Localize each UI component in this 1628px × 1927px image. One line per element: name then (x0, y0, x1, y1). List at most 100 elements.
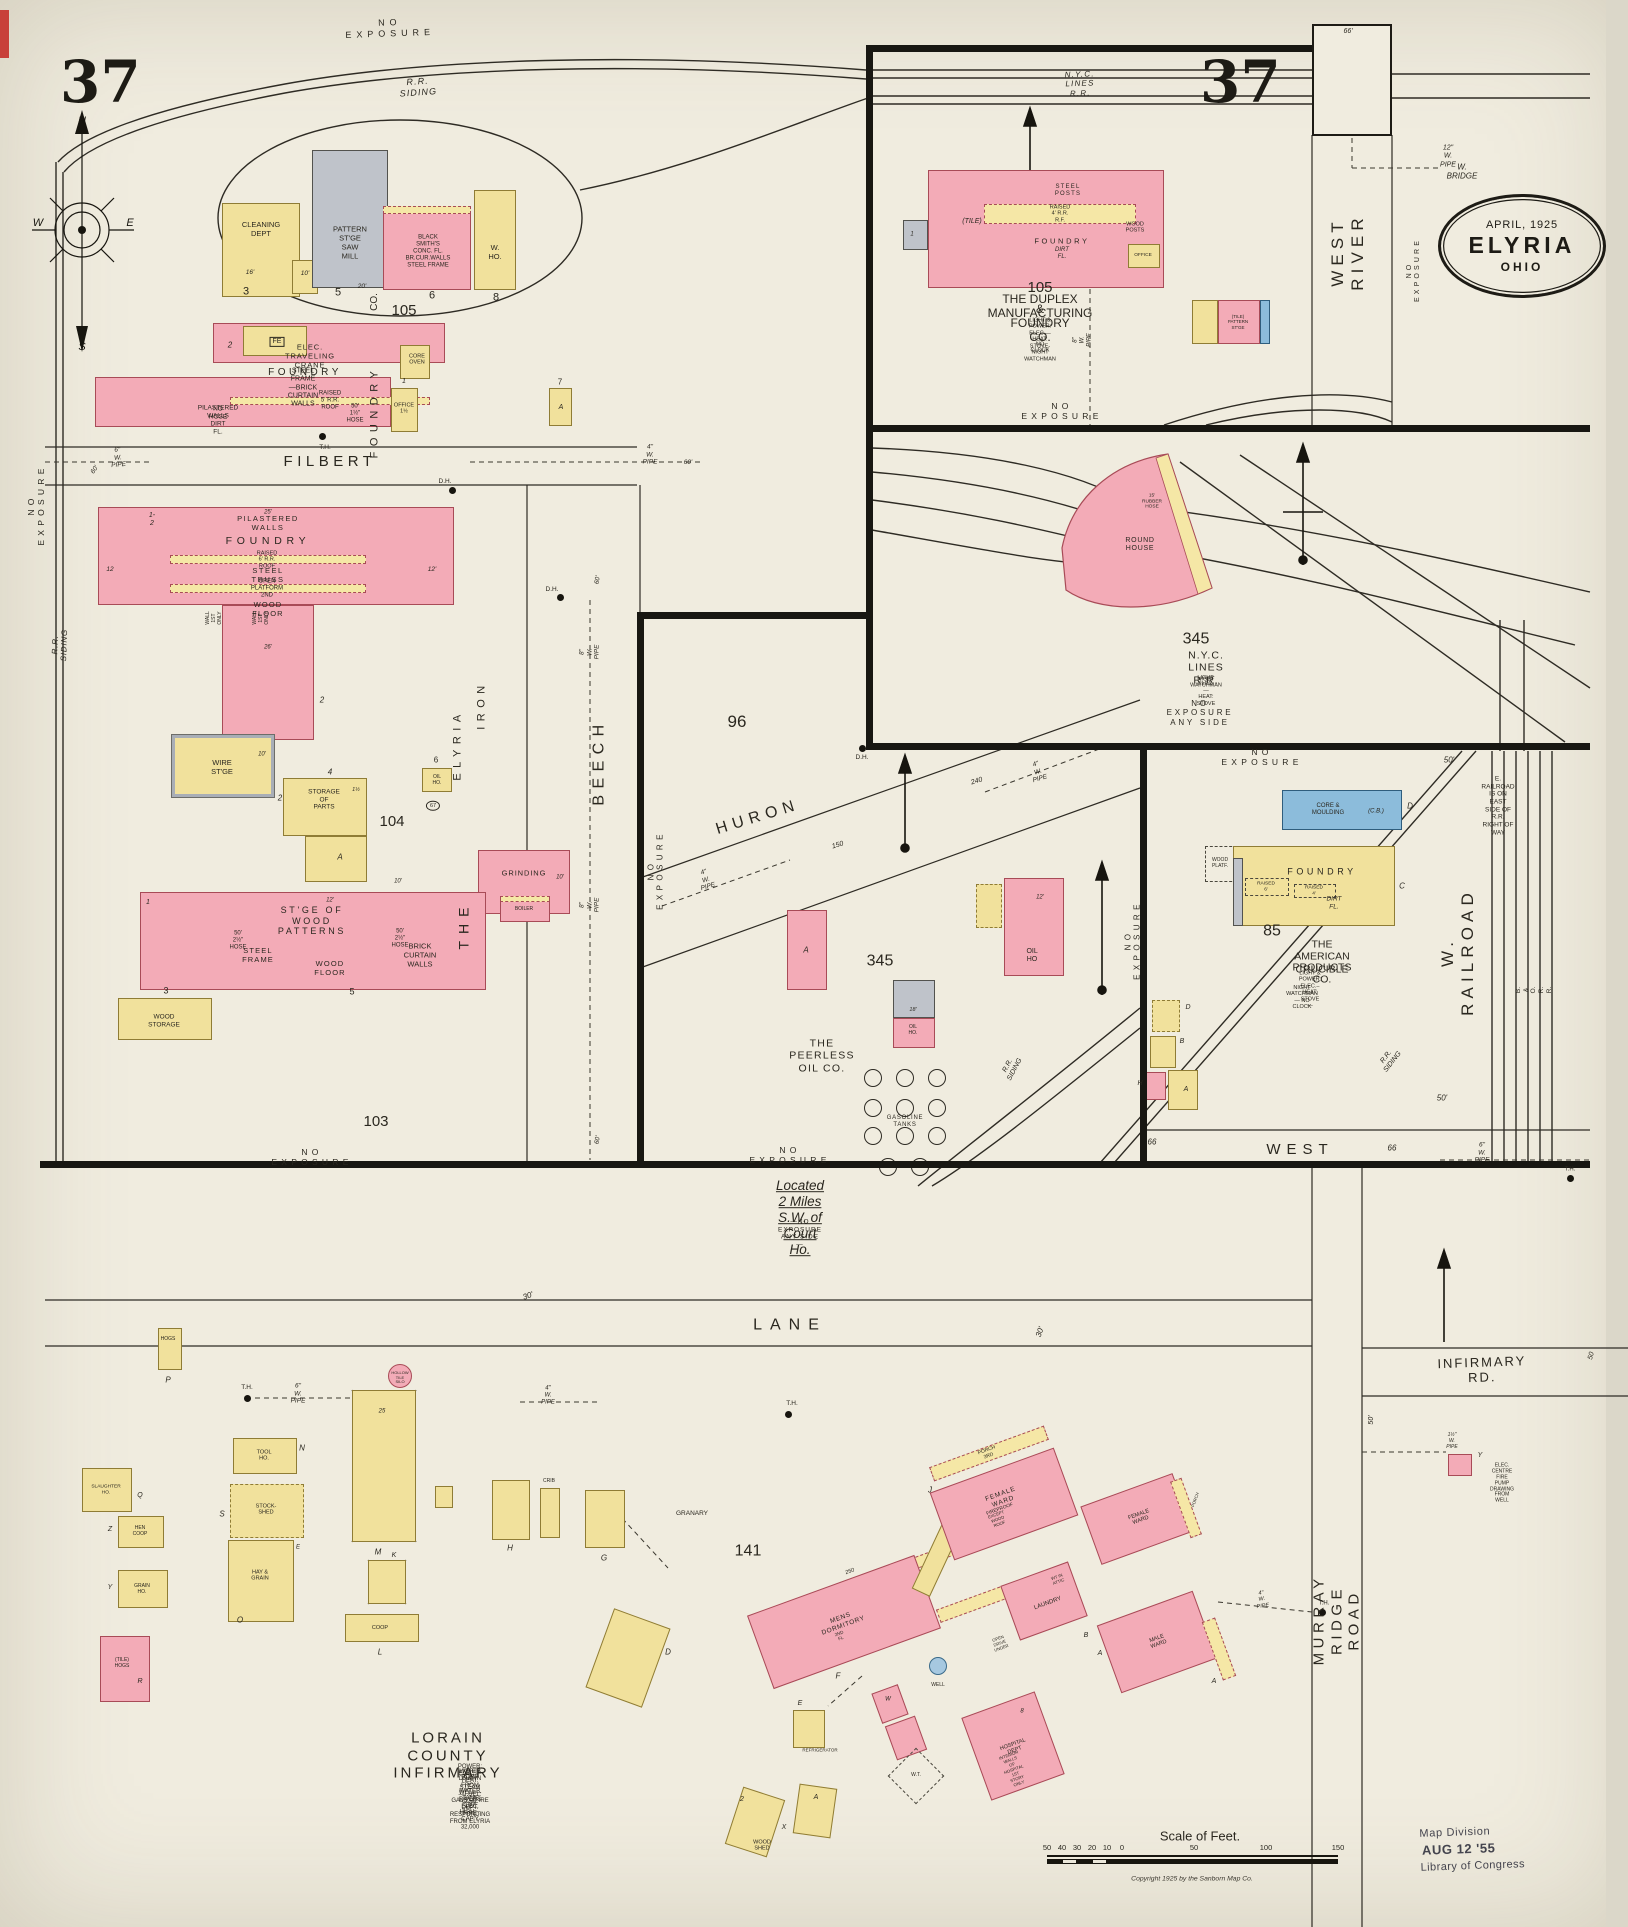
hydrant-dot (243, 1394, 251, 1402)
building (1294, 884, 1336, 898)
building (422, 768, 452, 792)
compass-s: S (78, 341, 86, 353)
building-blacksmith (383, 206, 471, 290)
map-label: TOOL HO. (256, 1449, 272, 1462)
map-label: ELEC. CENTRE FIRE PUMP DRAWING FROM WELL (1490, 1462, 1514, 1504)
map-label: Z (107, 1525, 113, 1533)
map-label: 8" W. PIPE (1072, 333, 1093, 347)
building-wire-storage (171, 734, 275, 798)
map-label: 2 (277, 793, 283, 803)
map-label: GRINDING (501, 868, 547, 878)
elyria-date-stamp: APRIL, 1925 ELYRIA OHIO (1438, 194, 1606, 298)
hydrant-dot (448, 486, 456, 494)
map-label: 50' 2½" HOSE (391, 928, 409, 949)
building-stock-shed (230, 1484, 304, 1538)
map-label: STEEL POSTS (1054, 183, 1082, 197)
building-coop (345, 1614, 419, 1642)
building-oil-house (1004, 878, 1064, 976)
building (1150, 1036, 1176, 1068)
no-exposure-left: NO EXPOSURE (25, 464, 46, 546)
map-label: M (374, 1547, 382, 1557)
map-label: 103 (363, 1113, 389, 1131)
map-label: 16' (245, 269, 255, 277)
map-label: 67 (425, 800, 441, 812)
map-label: GALS.—FIRE DEPT. RESPONDING FROM ELYRIA (449, 1797, 491, 1826)
map-label: FOUNDRY (368, 365, 381, 459)
map-label: OPEN PLATFORM 2ND (250, 578, 284, 599)
map-label: BOILER (514, 906, 534, 913)
duplex-name-1: THE DUPLEX MANUFACTURING (987, 291, 1093, 320)
map-label: GASOLINE TANKS (886, 1114, 924, 1128)
map-label: NO EXPOSURE (1021, 400, 1103, 421)
map-label: G (600, 1553, 608, 1563)
map-label: 12 (106, 566, 114, 574)
building (984, 204, 1136, 224)
street-lane: LANE (753, 1316, 827, 1334)
building (435, 1486, 453, 1508)
hydrant-dot (784, 1410, 792, 1418)
map-label: HAY & GRAIN (251, 1569, 269, 1582)
building (383, 206, 471, 214)
map-label: 66 (1387, 1143, 1397, 1153)
building-hogs (100, 1636, 150, 1702)
duplex-name-2: & FOUNDRY CO. (1010, 301, 1070, 345)
map-label: 1 (146, 898, 150, 906)
map-label: 6 (428, 289, 436, 302)
map-label: W. BRIDGE (1446, 162, 1478, 181)
map-label: 1 (402, 377, 406, 385)
building (549, 388, 572, 426)
map-label: OIL HO (1026, 947, 1038, 963)
map-label: WATER DRAWN FROM WELL—RIVERS ELEC. FIRE (458, 1769, 482, 1818)
map-label: PILASTERED WALLS (237, 514, 299, 532)
scale-title: Scale of Feet. (1159, 1828, 1241, 1844)
compass-rose: N W E S (32, 110, 134, 353)
map-label: NO EXPOSURE (646, 830, 665, 910)
map-label: 6 (433, 755, 439, 765)
hydrant-dot (858, 744, 866, 752)
map-label: 60' (683, 459, 693, 467)
map-label: 141 (734, 1542, 762, 1560)
nyc-lines-name: N.Y.C. LINES R.R. (1188, 649, 1224, 687)
hydrant-dot (1566, 1174, 1574, 1182)
map-label: X (781, 1823, 787, 1831)
map-label: WOOD STORAGE (148, 1013, 180, 1028)
map-label: P (165, 1375, 171, 1385)
map-label: B (1179, 1037, 1185, 1045)
map-label: 18' (909, 1006, 917, 1013)
map-label: R (137, 1677, 143, 1685)
map-label: RAISED 4' R.R. R.F. (1049, 204, 1071, 224)
hydrant-dot (1318, 1608, 1326, 1616)
building (1218, 300, 1260, 344)
map-label: 1½" W. PIPE (1446, 1432, 1458, 1450)
map-label: WOOD FLOOR (252, 600, 284, 618)
map-label: W (885, 1696, 891, 1703)
map-label: A (803, 945, 809, 955)
map-label: NO EXPOSURE (1405, 237, 1421, 303)
building-granary (585, 1490, 625, 1548)
map-label: A (1211, 1677, 1217, 1685)
map-label: A (558, 403, 564, 411)
sheet-number: 37 (60, 48, 141, 116)
street-filbert: FILBERT (283, 453, 377, 471)
map-label: H (507, 1543, 513, 1553)
map-label: CRIB (543, 1478, 555, 1485)
building (1192, 300, 1218, 344)
map-label: NO EXPOSURE (1221, 746, 1303, 767)
gasoline-tank (928, 1069, 946, 1087)
map-label: 66 (1147, 1137, 1157, 1147)
map-label: DIRT FL. (1326, 895, 1342, 910)
map-label: T.H. (786, 1400, 798, 1408)
building (243, 326, 307, 356)
compass-n: N (78, 115, 86, 127)
building (400, 345, 430, 379)
map-label: 20' (357, 283, 367, 291)
map-label: WELL (931, 1682, 945, 1689)
building-hay-grain (228, 1540, 294, 1622)
map-label: E (797, 1699, 803, 1707)
scan-artifact (0, 10, 9, 58)
stamp-state: OHIO (1500, 259, 1544, 274)
map-label: 8 (492, 291, 500, 304)
map-label: 25 (378, 1408, 386, 1415)
map-label: ROUND HOUSE (1125, 536, 1155, 552)
